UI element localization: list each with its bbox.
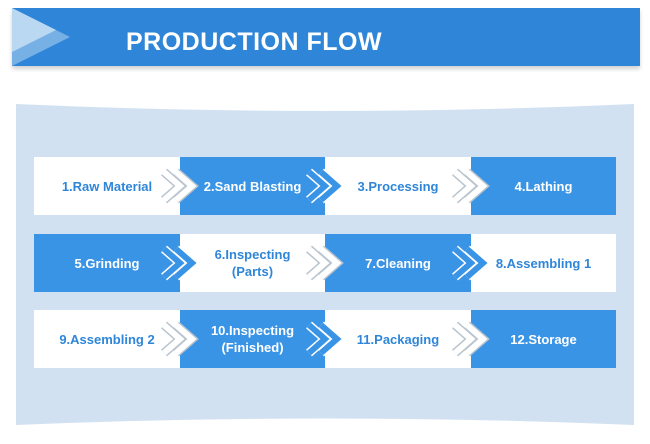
process-step-label: 2.Sand Blasting [203, 178, 302, 194]
process-step: 5.Grinding [34, 234, 180, 292]
page-title: PRODUCTION FLOW [126, 28, 383, 56]
process-row: 1.Raw Material 2.Sand Blasting 3.Processin… [34, 157, 616, 215]
double-chevron-right-icon [306, 245, 344, 281]
process-step: 10.Inspecting (Finished) [180, 310, 325, 368]
process-step: 11.Packaging [325, 310, 471, 368]
process-step: 3.Processing [325, 157, 471, 215]
process-step: 2.Sand Blasting [180, 157, 325, 215]
double-chevron-right-icon [452, 321, 490, 357]
process-step-label: 4.Lathing [514, 178, 573, 194]
process-step: 6.Inspecting (Parts) [180, 234, 325, 292]
process-step: 9.Assembling 2 [34, 310, 180, 368]
process-step-label: 9.Assembling 2 [59, 331, 155, 347]
process-step-label: 3.Processing [357, 178, 439, 194]
process-step: 8.Assembling 1 [471, 234, 616, 292]
process-row: 9.Assembling 2 10.Inspecting (Finished) 11… [34, 310, 616, 368]
double-chevron-right-icon [306, 321, 344, 357]
process-step: 1.Raw Material [34, 157, 180, 215]
process-step-label: 8.Assembling 1 [495, 255, 592, 271]
double-chevron-right-icon [161, 321, 199, 357]
process-step-label: 12.Storage [510, 331, 577, 347]
process-step-label: 10.Inspecting (Finished) [210, 323, 295, 355]
double-chevron-right-icon [452, 168, 490, 204]
process-step: 4.Lathing [471, 157, 616, 215]
process-step-label: 5.Grinding [74, 255, 140, 271]
double-chevron-right-icon [161, 245, 199, 281]
process-step-label: 1.Raw Material [61, 178, 153, 194]
banner-fold-icon [12, 8, 70, 66]
process-step: 12.Storage [471, 310, 616, 368]
process-row: 5.Grinding 6.Inspecting (Parts) 7.Cleaning… [34, 234, 616, 292]
double-chevron-right-icon [161, 168, 199, 204]
double-chevron-right-icon [452, 245, 490, 281]
process-step-label: 7.Cleaning [365, 255, 431, 271]
process-step-label: 11.Packaging [356, 331, 440, 347]
double-chevron-right-icon [306, 168, 344, 204]
process-step-label: 6.Inspecting (Parts) [214, 247, 291, 279]
process-step: 7.Cleaning [325, 234, 471, 292]
title-banner: PRODUCTION FLOW [12, 8, 640, 66]
